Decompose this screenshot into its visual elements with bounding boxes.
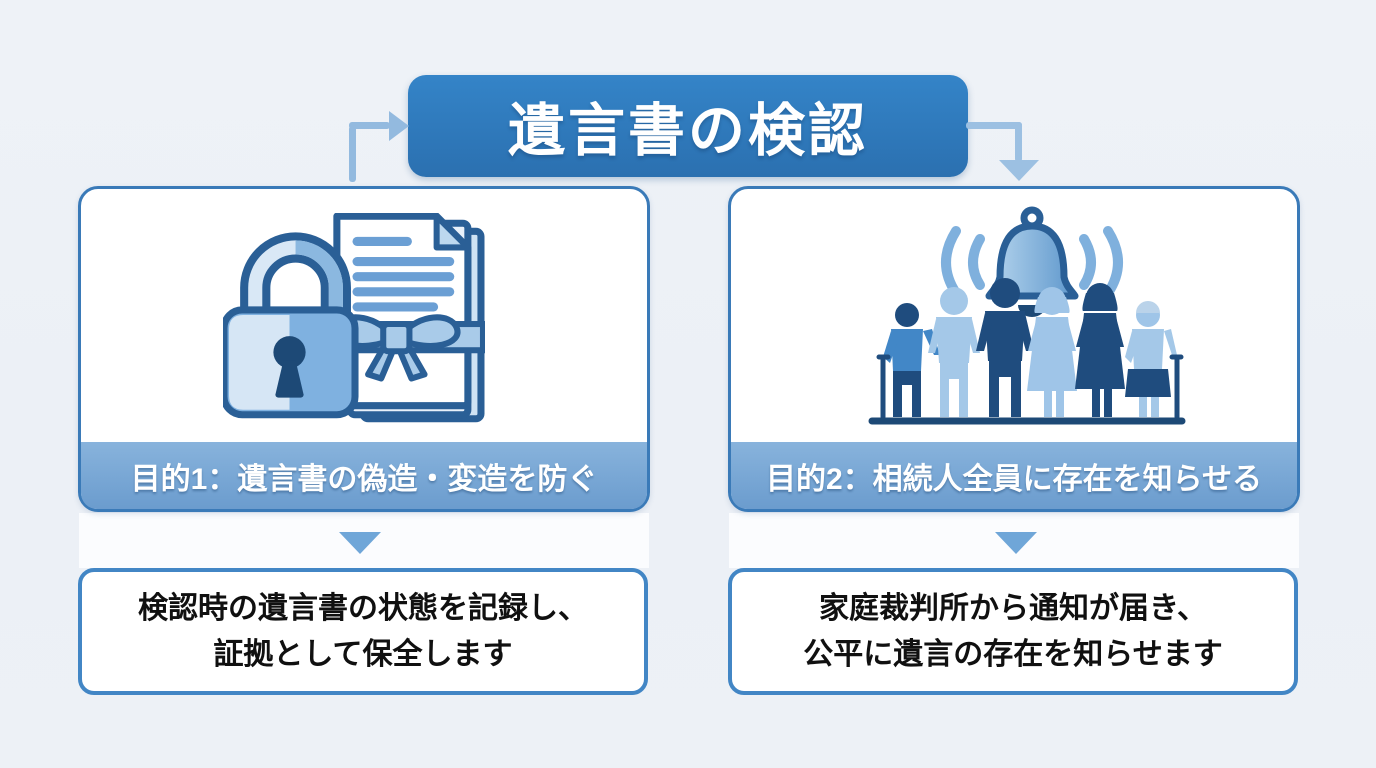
- title-text: 遺言書の検認: [508, 99, 868, 163]
- keyhole: [273, 336, 306, 369]
- padlock-icon: [223, 232, 359, 419]
- purpose-card-2: 目的2：相続人全員に存在を知らせる: [728, 186, 1300, 512]
- heirs-group-icon: [868, 278, 1186, 425]
- bell-icon: [985, 206, 1079, 317]
- purpose-caption-1: 目的1：遺言書の偽造・変造を防ぐ: [81, 442, 647, 509]
- arrow-line-vertical: [349, 126, 356, 182]
- document-text-lines: [352, 236, 455, 312]
- detail-line: 証拠として保全します: [213, 637, 513, 671]
- sound-waves-icon: [941, 226, 1123, 298]
- detail-box-2: 家庭裁判所から通知が届き、 公平に遺言の存在を知らせます: [728, 568, 1298, 695]
- detail-box-1: 検認時の遺言書の状態を記録し、 証拠として保全します: [78, 568, 648, 695]
- arrow-head-right: [389, 111, 409, 141]
- detail-line: 公平に遺言の存在を知らせます: [803, 637, 1223, 671]
- arrow-line-horizontal: [349, 122, 390, 129]
- arrow-line-vertical: [1015, 122, 1022, 162]
- purpose-card-1: 目的1：遺言書の偽造・変造を防ぐ: [78, 186, 650, 512]
- will-document-icon: [316, 213, 485, 423]
- padlock-document-illustration: [223, 213, 485, 423]
- arrow-line-horizontal: [966, 122, 1022, 129]
- detail-line: 家庭裁判所から通知が届き、: [819, 591, 1207, 625]
- arrow-head-down: [999, 160, 1039, 181]
- down-triangle-icon: [995, 532, 1037, 554]
- down-triangle-icon: [339, 532, 381, 554]
- detail-line: 検認時の遺言書の状態を記録し、: [138, 591, 588, 625]
- bell-heirs-illustration: [868, 206, 1186, 425]
- title-banner: 遺言書の検認: [408, 75, 968, 177]
- purpose-caption-2: 目的2：相続人全員に存在を知らせる: [731, 442, 1297, 509]
